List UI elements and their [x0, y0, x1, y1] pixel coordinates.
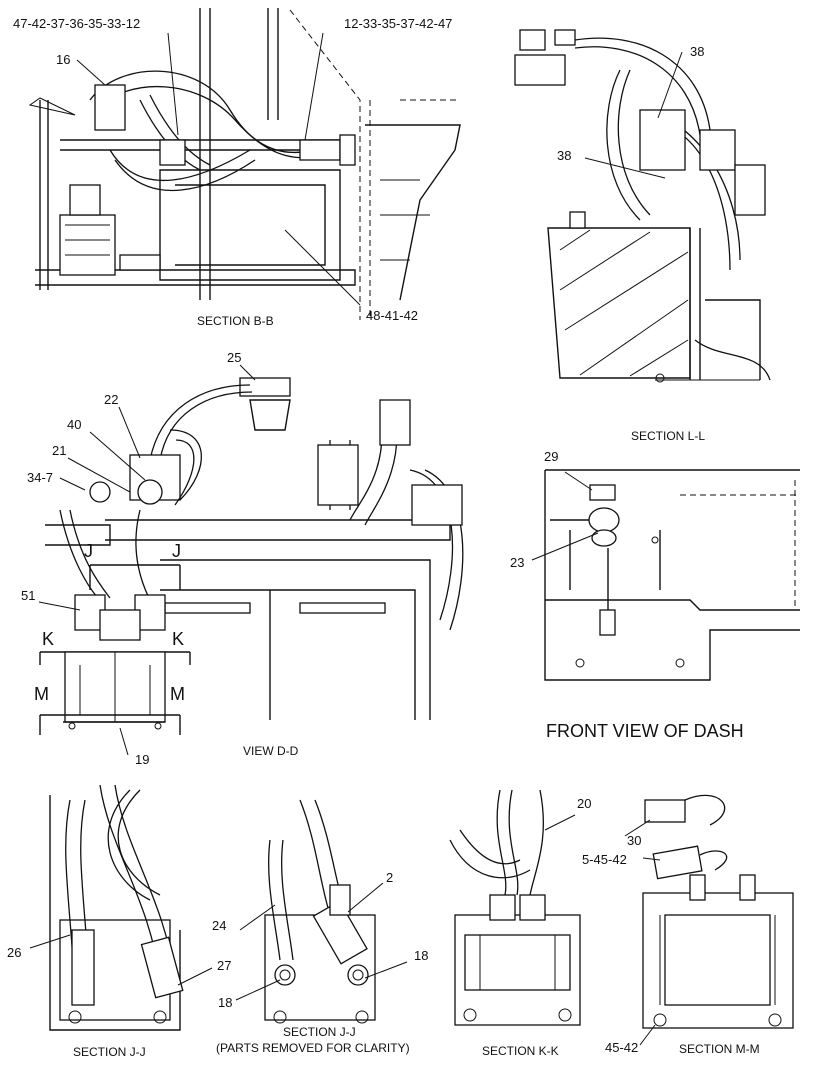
section-marker-m-right: M	[170, 684, 185, 704]
caption-section-bb: SECTION B-B	[197, 314, 274, 328]
caption-view-dd: VIEW D-D	[243, 744, 299, 758]
caption-section-ll: SECTION L-L	[631, 429, 705, 443]
callout-51: 51	[21, 588, 35, 603]
callout-18-b: 18	[414, 948, 428, 963]
section-jj-2-illustration	[235, 799, 408, 1024]
callout-48-41-42: 48-41-42	[366, 308, 418, 323]
section-kk-illustration	[449, 789, 581, 1026]
callout-bb-top-right: 12-33-35-37-42-47	[344, 16, 452, 31]
caption-section-jj-1: SECTION J-J	[73, 1045, 146, 1059]
callout-5-45-42: 5-45-42	[582, 852, 627, 867]
caption-section-mm: SECTION M-M	[679, 1042, 760, 1056]
callout-16: 16	[56, 52, 70, 67]
callout-23: 23	[510, 555, 524, 570]
callout-2: 2	[386, 870, 393, 885]
front-view-illustration	[531, 469, 800, 681]
callout-18-a: 18	[218, 995, 232, 1010]
callout-26: 26	[7, 945, 21, 960]
callout-21: 21	[52, 443, 66, 458]
section-marker-k-left: K	[42, 629, 54, 649]
callout-30: 30	[627, 833, 641, 848]
callout-45-42: 45-42	[605, 1040, 638, 1055]
callout-bb-top-left: 47-42-37-36-35-33-12	[13, 16, 140, 31]
callout-38-a: 38	[690, 44, 704, 59]
section-ll-illustration	[514, 29, 771, 383]
callout-29: 29	[544, 449, 558, 464]
section-marker-m-left: M	[34, 684, 49, 704]
view-dd-illustration	[38, 364, 464, 756]
callout-25: 25	[227, 350, 241, 365]
callout-24: 24	[212, 918, 226, 933]
callout-38-b: 38	[557, 148, 571, 163]
callout-27: 27	[217, 958, 231, 973]
section-bb-illustration	[28, 8, 461, 320]
section-marker-k-right: K	[172, 629, 184, 649]
section-mm-illustration	[624, 794, 794, 1046]
callout-22: 22	[104, 392, 118, 407]
callout-40: 40	[67, 417, 81, 432]
callout-20: 20	[577, 796, 591, 811]
caption-section-jj-2: SECTION J-J	[283, 1025, 356, 1039]
caption-front-view: FRONT VIEW OF DASH	[546, 721, 744, 741]
callout-19: 19	[135, 752, 149, 767]
caption-section-jj-2-note: (PARTS REMOVED FOR CLARITY)	[216, 1041, 410, 1055]
section-jj-illustration	[29, 784, 213, 1031]
caption-section-kk: SECTION K-K	[482, 1044, 559, 1058]
section-marker-j-left: J	[84, 541, 93, 561]
section-marker-j-right: J	[172, 541, 181, 561]
callout-34-7: 34-7	[27, 470, 53, 485]
